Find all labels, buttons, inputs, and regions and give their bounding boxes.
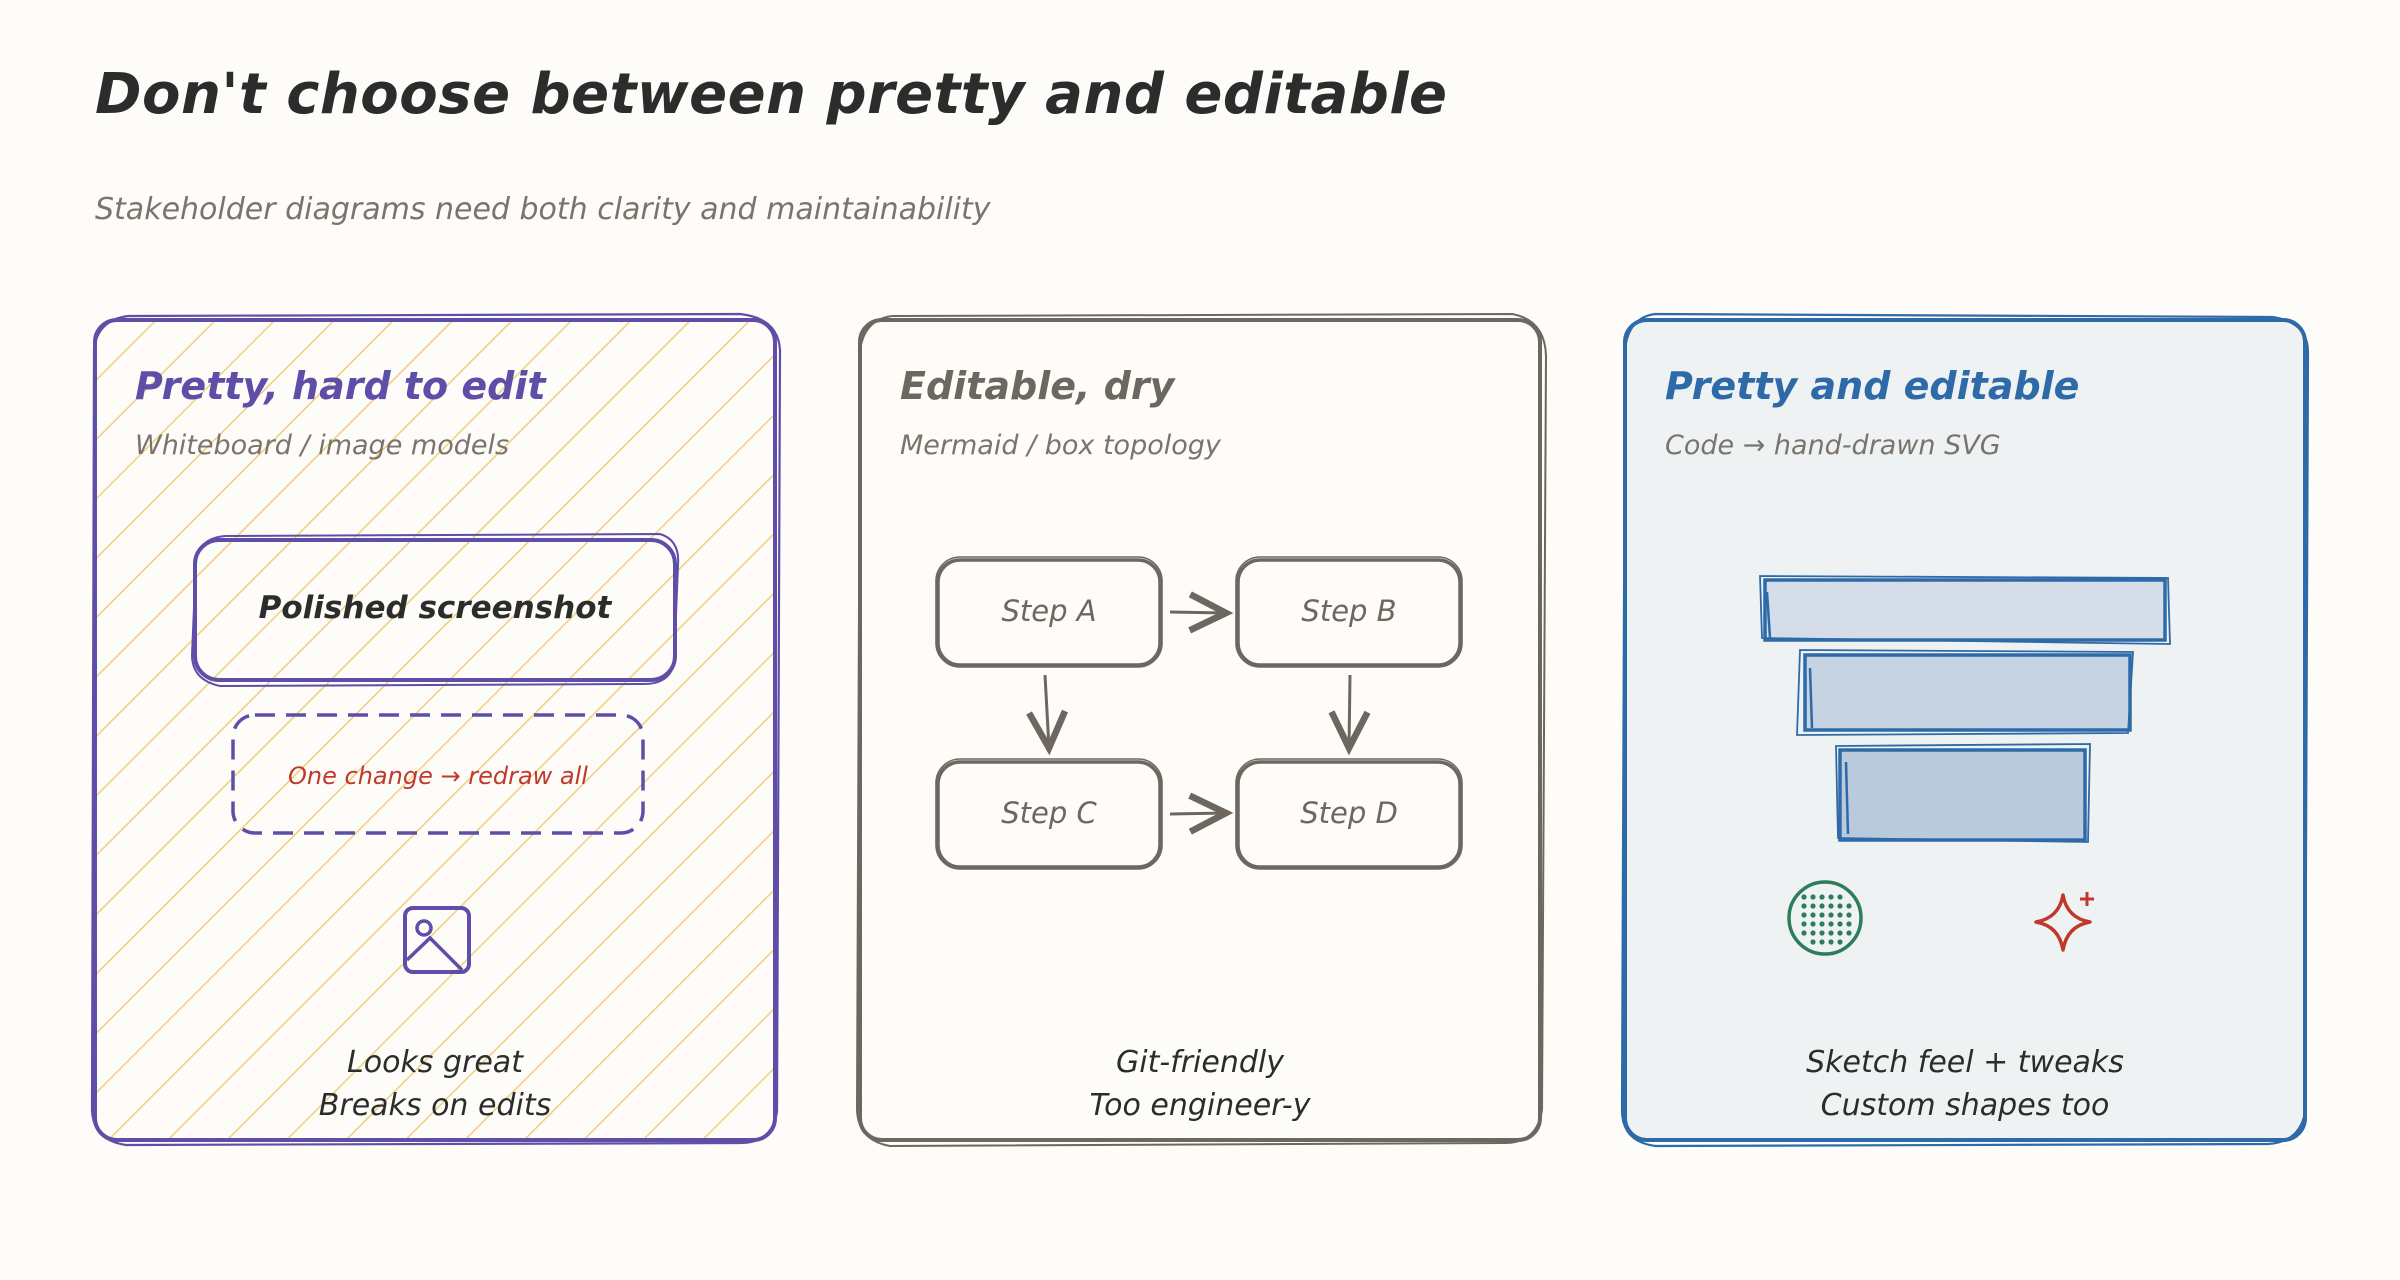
dotted-circle-dot <box>1810 939 1816 945</box>
polished-screenshot-box <box>193 538 677 682</box>
card-pretty-hard-to-edit <box>90 312 782 1147</box>
card3-footer-line2: Custom shapes too <box>1820 1088 2110 1123</box>
layer-bar-top <box>1759 575 2171 645</box>
dotted-circle-dot <box>1837 930 1843 936</box>
dotted-circle-dot <box>1837 894 1843 900</box>
dotted-circle-dot <box>1846 921 1852 927</box>
dotted-circle-dot <box>1837 912 1843 918</box>
dotted-circle-dot <box>1819 894 1825 900</box>
dotted-circle-dot <box>1828 930 1834 936</box>
dotted-circle-icon <box>1787 880 1863 956</box>
dotted-circle-dot <box>1846 912 1852 918</box>
step-d-label: Step D <box>1300 796 1398 830</box>
card-editable-dry <box>855 312 1548 1148</box>
page-subtitle: Stakeholder diagrams need both clarity a… <box>95 192 991 227</box>
dotted-circle-dot <box>1819 903 1825 909</box>
card3-title: Pretty and editable <box>1665 364 2080 408</box>
dotted-circle-dot <box>1819 912 1825 918</box>
card1-title: Pretty, hard to edit <box>135 364 546 408</box>
sparkle-icon <box>2034 892 2094 952</box>
one-change-label: One change → redraw all <box>288 762 588 790</box>
step-c-node <box>935 758 1163 870</box>
dotted-circle-dot <box>1819 939 1825 945</box>
card3-subtitle: Code → hand-drawn SVG <box>1665 430 2001 461</box>
card2-footer-line2: Too engineer-y <box>1089 1088 1311 1123</box>
card2-footer-line1: Git-friendly <box>1115 1045 1284 1080</box>
layer-bar-bottom <box>1835 743 2091 843</box>
dotted-circle-dot <box>1801 894 1807 900</box>
step-b-node <box>1235 556 1463 668</box>
card1-subtitle: Whiteboard / image models <box>135 430 510 461</box>
dotted-circle-dot <box>1846 903 1852 909</box>
dotted-circle-dot <box>1828 921 1834 927</box>
step-a-node <box>935 556 1163 668</box>
dotted-circle-dot <box>1801 912 1807 918</box>
card2-subtitle: Mermaid / box topology <box>900 430 1221 461</box>
step-a-label: Step A <box>1001 594 1097 628</box>
one-change-dashed-box <box>231 713 645 835</box>
arrow-c-to-d <box>1169 792 1234 835</box>
dotted-circle-dot <box>1819 930 1825 936</box>
dotted-circle-dot <box>1837 939 1843 945</box>
image-icon <box>403 906 471 974</box>
card2-title: Editable, dry <box>900 364 1175 408</box>
layer-bar-middle <box>1796 649 2134 736</box>
dotted-circle-dot <box>1810 894 1816 900</box>
dotted-circle-dot <box>1810 912 1816 918</box>
card3-footer-line1: Sketch feel + tweaks <box>1806 1045 2124 1080</box>
page-title: Don't choose between pretty and editable <box>95 62 1448 127</box>
card1-footer-line2: Breaks on edits <box>318 1088 552 1123</box>
dotted-circle-dot <box>1837 903 1843 909</box>
dotted-circle-dot <box>1801 921 1807 927</box>
dotted-circle-dot <box>1801 903 1807 909</box>
arrow-b-to-d <box>1328 674 1371 756</box>
step-c-label: Step C <box>1001 796 1097 830</box>
dotted-circle-dot <box>1828 912 1834 918</box>
dotted-circle-dot <box>1819 921 1825 927</box>
card3-footer: Sketch feel + tweaks Custom shapes too <box>1620 1041 2310 1127</box>
arrow-a-to-c <box>1026 674 1069 756</box>
polished-screenshot-label: Polished screenshot <box>258 590 612 626</box>
arrow-a-to-b <box>1169 591 1234 634</box>
dotted-circle-dot <box>1828 894 1834 900</box>
dotted-circle-dot <box>1846 930 1852 936</box>
dotted-circle-dot <box>1837 921 1843 927</box>
step-b-label: Step B <box>1301 594 1397 628</box>
step-d-node <box>1235 758 1463 870</box>
dotted-circle-dot <box>1810 903 1816 909</box>
card1-footer-line1: Looks great <box>347 1045 523 1080</box>
dotted-circle-dot <box>1828 903 1834 909</box>
dotted-circle-dot <box>1828 939 1834 945</box>
dotted-circle-dot <box>1810 930 1816 936</box>
card2-footer: Git-friendly Too engineer-y <box>855 1041 1545 1127</box>
card-pretty-and-editable <box>1620 312 2310 1148</box>
dotted-circle-dot <box>1810 921 1816 927</box>
card1-footer: Looks great Breaks on edits <box>90 1041 780 1127</box>
dotted-circle-dot <box>1801 930 1807 936</box>
